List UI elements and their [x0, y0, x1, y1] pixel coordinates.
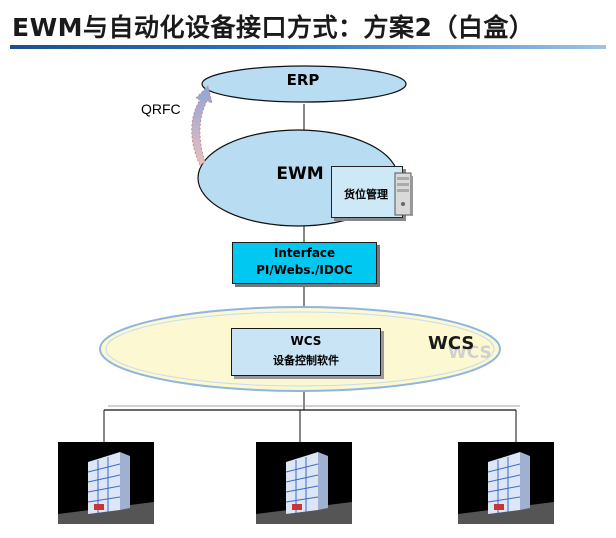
- ewm-label: EWM: [276, 164, 324, 184]
- erp-ellipse: [201, 65, 407, 103]
- warehouse-left-image: [58, 442, 154, 524]
- qrfc-arrow: [191, 85, 213, 166]
- interface-box: [232, 242, 377, 284]
- interface-label: Interface: [273, 246, 336, 260]
- wcs-label: WCS: [290, 334, 322, 348]
- warehouse-right-image: [458, 442, 554, 524]
- wcs-box: [231, 328, 381, 376]
- wcs-zone-label-shadow: WCS: [448, 343, 492, 363]
- wcs-zone-label: WCS: [428, 333, 475, 354]
- wcs-software-label: 设备控制软件: [273, 354, 339, 367]
- warehouse-middle-image: [256, 442, 352, 524]
- erp-label: ERP: [286, 71, 320, 89]
- server-icon: [394, 172, 413, 216]
- title-underline: [10, 45, 606, 49]
- storage-bin-label: 货位管理: [344, 188, 388, 201]
- page-title: EWM与自动化设备接口方式：方案2（白盒）: [12, 13, 535, 42]
- qrfc-label: QRFC: [141, 101, 181, 117]
- interface-protocols-label: PI/Webs./IDOC: [256, 263, 353, 277]
